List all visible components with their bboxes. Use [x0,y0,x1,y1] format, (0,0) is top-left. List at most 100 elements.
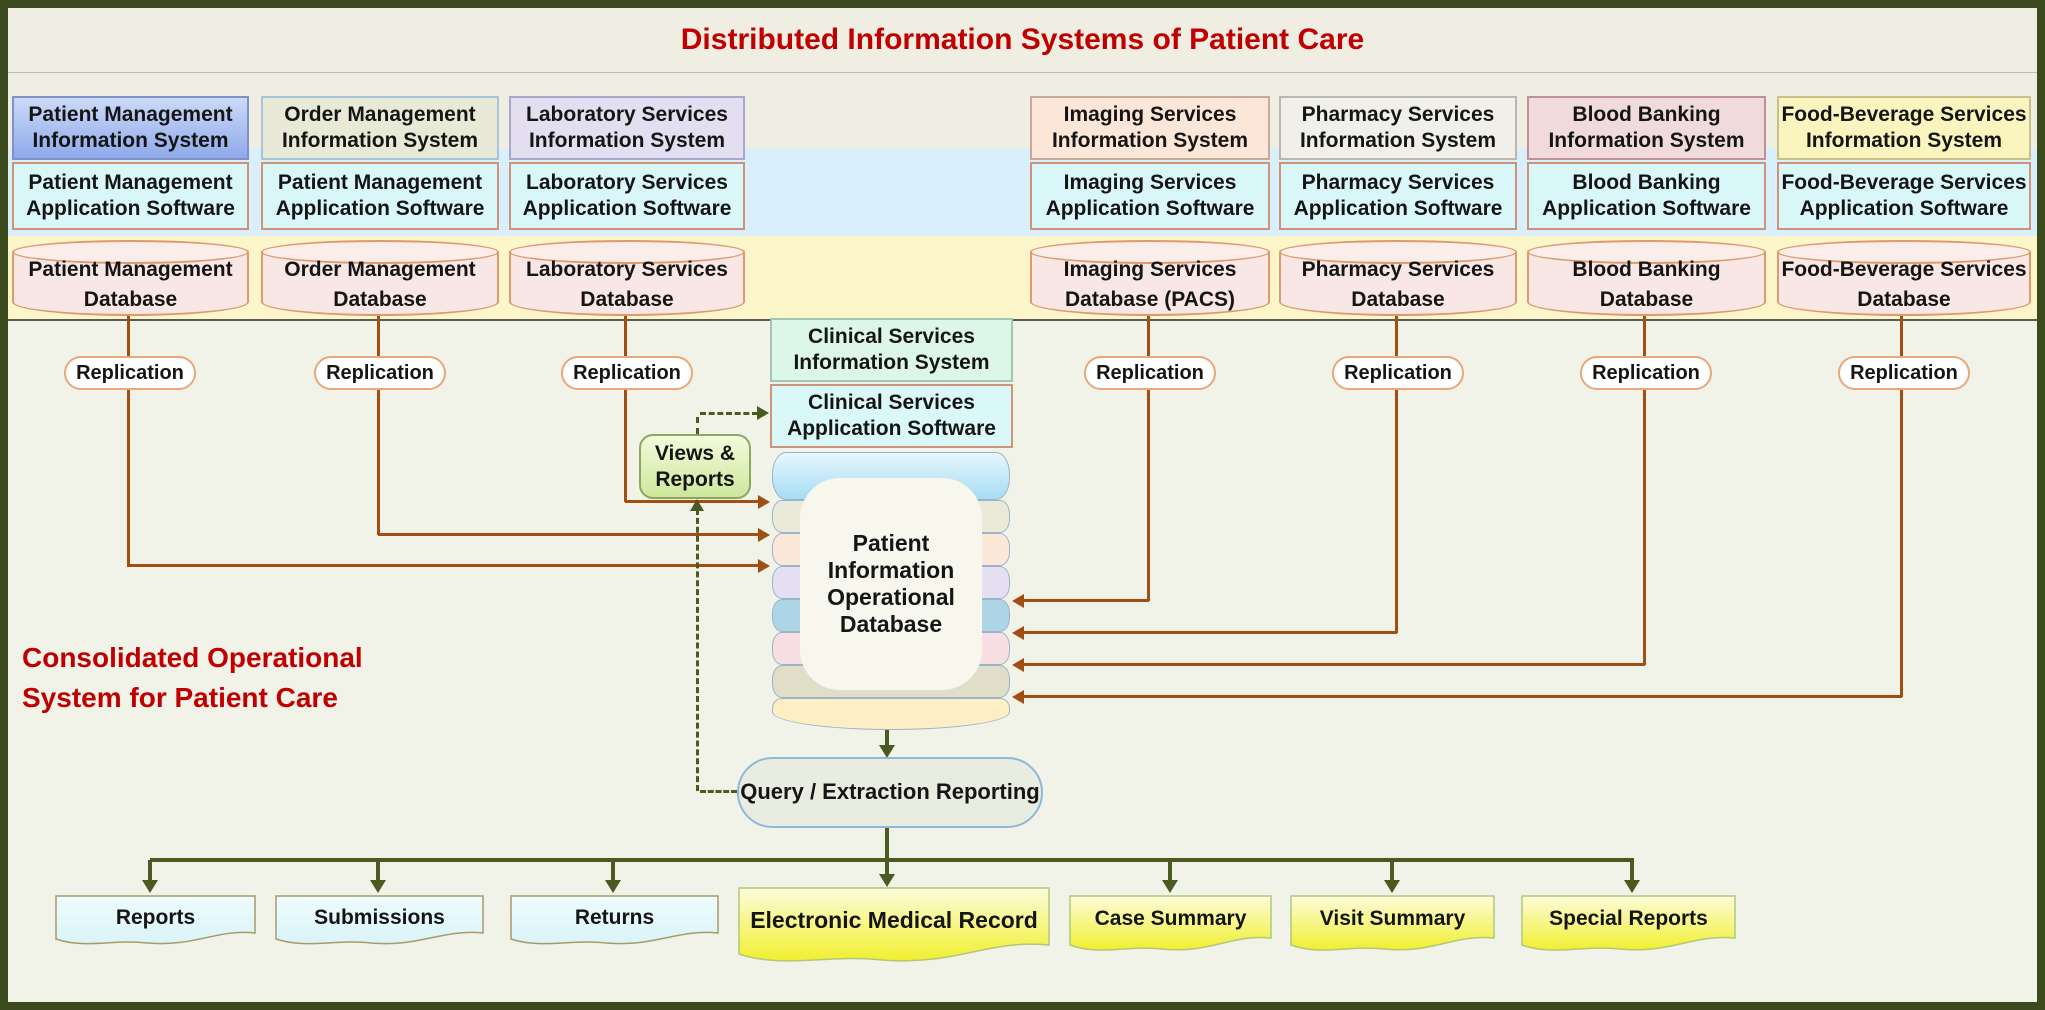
system-box-pharmacy: Pharmacy Services Information System [1279,96,1517,160]
line-query-to-tree [885,828,889,860]
system-box-order-management: Order Management Information System [261,96,499,160]
document-shape [55,895,256,945]
arrowhead-col6 [1012,658,1024,672]
arrowhead-reports [142,880,158,893]
replication-node-3: Replication [561,356,693,390]
arrowhead-col7 [1012,690,1024,704]
cylinder-top [1030,240,1270,264]
replication-node-1: Replication [64,356,196,390]
arrowhead-query-top [879,745,895,758]
database-cylinder-patient-management: Patient Management Database [12,240,249,316]
title-bar: Distributed Information Systems of Patie… [8,8,2037,73]
dashed-above-views-reports [696,417,699,434]
output-doc-special-reports: Special Reports [1521,895,1736,957]
page-title: Distributed Information Systems of Patie… [680,23,1365,56]
replication-node-5: Replication [1332,356,1464,390]
software-box-clinical: Clinical Services Application Software [770,384,1013,448]
system-box-food-beverage: Food-Beverage Services Information Syste… [1777,96,2031,160]
arrowhead-emr [879,874,895,887]
arrowhead-special-reports [1624,880,1640,893]
branch-emr [885,858,889,874]
branch-case-summary [1168,860,1172,880]
document-shape [1521,895,1736,951]
output-doc-returns: Returns [510,895,719,950]
line-col7-horizontal [1024,695,1902,698]
dashed-to-clinical-software [700,412,758,415]
output-doc-case-summary: Case Summary [1069,895,1272,957]
software-box-food-beverage: Food-Beverage Services Application Softw… [1777,162,2031,230]
line-col3-vertical [624,316,627,502]
arrowhead-col4 [1012,594,1024,608]
software-box-imaging: Imaging Services Application Software [1030,162,1270,230]
replication-node-7: Replication [1838,356,1970,390]
output-label: Special Reports [1549,907,1708,930]
cylinder-top [261,240,499,264]
arrowhead-col2 [758,528,770,542]
central-database-label: Patient Information Operational Database [827,530,955,637]
arrowhead-col5 [1012,626,1024,640]
cylinder-body [261,252,499,316]
output-label: Returns [574,906,655,929]
replication-node-2: Replication [314,356,446,390]
document-shape [738,887,1050,962]
line-col7-vertical [1900,316,1903,697]
query-extraction-oval: Query / Extraction Reporting [737,757,1043,828]
cylinder-top [12,240,249,264]
line-col2-vertical [377,316,380,535]
database-cylinder-food-beverage: Food-Beverage Services Database [1777,240,2031,316]
arrowhead-col1 [758,559,770,573]
database-cylinder-pharmacy: Pharmacy Services Database [1279,240,1517,316]
output-label: Electronic Medical Record [750,907,1038,933]
consolidated-system-label: Consolidated Operational System for Pati… [22,642,363,713]
arrowhead-returns [605,880,621,893]
document-shape [275,895,484,945]
line-output-tree [150,858,1633,862]
arrowhead-case-summary [1162,880,1178,893]
branch-returns [611,860,615,880]
database-cylinder-order-management: Order Management Database [261,240,499,316]
system-box-imaging: Imaging Services Information System [1030,96,1270,160]
database-cylinder-blood-banking: Blood Banking Database [1527,240,1766,316]
arrowhead-submissions [370,880,386,893]
branch-special-reports [1630,858,1634,880]
output-doc-submissions: Submissions [275,895,484,950]
line-col4-horizontal [1024,599,1149,602]
database-cylinder-laboratory: Laboratory Services Database [509,240,745,316]
software-box-order-management: Patient Management Application Software [261,162,499,230]
cylinder-top [1279,240,1517,264]
line-col1-vertical [127,316,130,567]
central-database-label-box: Patient Information Operational Database [800,478,982,690]
software-box-patient-management: Patient Management Application Software [12,162,249,230]
dashed-from-query [700,790,737,793]
output-label: Submissions [314,906,445,929]
software-box-blood-banking: Blood Banking Application Software [1527,162,1766,230]
cylinder-top [509,240,745,264]
output-label: Visit Summary [1319,907,1466,930]
system-box-blood-banking: Blood Banking Information System [1527,96,1766,160]
views-reports-box: Views & Reports [639,434,751,499]
system-box-patient-management: Patient Management Information System [12,96,249,160]
arrowhead-visit-summary [1384,880,1400,893]
output-doc-reports: Reports [55,895,256,950]
line-col4-vertical [1147,316,1150,601]
document-shape [1290,895,1495,951]
output-doc-electronic-medical-record: Electronic Medical Record [738,887,1050,971]
software-box-pharmacy: Pharmacy Services Application Software [1279,162,1517,230]
arrowhead-views-reports [690,499,704,511]
branch-visit-summary [1390,860,1394,880]
dashed-query-to-views [696,509,699,791]
system-box-laboratory: Laboratory Services Information System [509,96,745,160]
replication-node-6: Replication [1580,356,1712,390]
document-shape [510,895,719,945]
arrowhead-clinical-software [757,406,769,420]
line-col6-horizontal [1024,663,1645,666]
line-col6-vertical [1643,316,1646,665]
output-doc-visit-summary: Visit Summary [1290,895,1495,957]
line-col5-horizontal [1024,631,1397,634]
document-shape [1069,895,1272,951]
line-stack-to-query [885,730,889,747]
branch-reports [148,860,152,880]
replication-node-4: Replication [1084,356,1216,390]
database-cylinder-imaging: Imaging Services Database (PACS) [1030,240,1270,316]
branch-submissions [376,860,380,880]
